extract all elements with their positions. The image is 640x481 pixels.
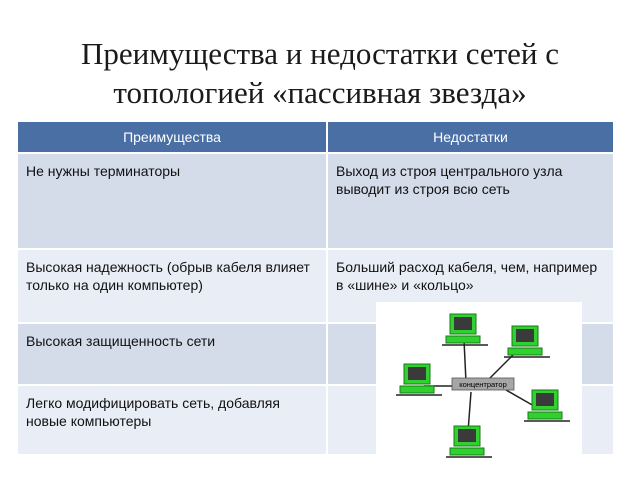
cable bbox=[505, 389, 535, 407]
advantage-cell: Не нужны терминаторы bbox=[16, 152, 328, 250]
star-topology-svg: концентратор bbox=[396, 313, 570, 458]
slide-title: Преимущества и недостатки сетей с тополо… bbox=[20, 34, 620, 112]
title-line-2: топологией «пассивная звезда» bbox=[113, 75, 527, 110]
computer-icon bbox=[396, 363, 442, 396]
header-advantages: Преимущества bbox=[16, 120, 328, 154]
advantage-cell: Легко модифицировать сеть, добавляя новы… bbox=[16, 384, 328, 456]
cable bbox=[463, 339, 467, 383]
hub-label: концентратор bbox=[459, 380, 507, 389]
advantage-cell: Высокая защищенность сети bbox=[16, 322, 328, 386]
computer-icon bbox=[524, 389, 570, 422]
table-header-row: Преимущества Недостатки bbox=[16, 120, 615, 154]
computer-icon bbox=[442, 313, 488, 346]
header-disadvantages: Недостатки bbox=[326, 120, 615, 154]
computer-icon bbox=[446, 425, 492, 458]
table-row: Не нужны терминаторы Выход из строя цент… bbox=[16, 152, 615, 250]
computer-icon bbox=[504, 325, 550, 358]
star-topology-diagram: концентратор bbox=[376, 302, 582, 476]
cable bbox=[467, 391, 472, 433]
advantage-cell: Высокая надежность (обрыв кабеля влияет … bbox=[16, 248, 328, 324]
hub: концентратор bbox=[451, 377, 515, 391]
disadvantage-cell: Выход из строя центрального узла выводит… bbox=[326, 152, 615, 250]
hub-box bbox=[451, 377, 515, 391]
title-line-1: Преимущества и недостатки сетей с bbox=[80, 36, 560, 71]
